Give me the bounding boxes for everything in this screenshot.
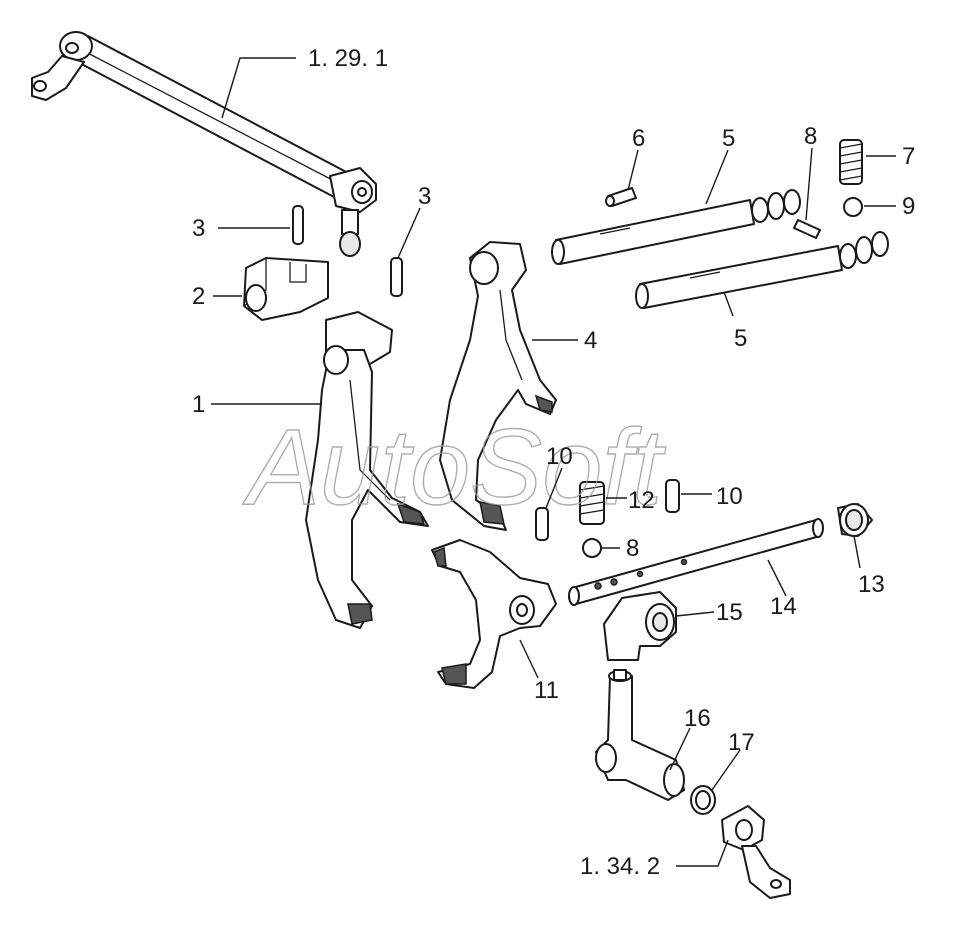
part-10-pin-right (665, 479, 680, 513)
part-4-shift-fork (439, 241, 557, 531)
callout-9: 9 (902, 193, 915, 220)
callout-1-34-2: 1. 34. 2 (580, 853, 660, 880)
part-14-selector-shaft (568, 518, 824, 606)
callout-3-left: 3 (192, 215, 205, 242)
callout-17: 17 (728, 729, 755, 756)
part-1-shift-fork (305, 311, 429, 629)
leader-lines (211, 57, 896, 867)
callout-15: 15 (716, 599, 743, 626)
callout-6: 6 (632, 125, 645, 152)
callout-2: 2 (192, 283, 205, 310)
callout-1: 1 (192, 391, 205, 418)
part-9-ball (843, 197, 863, 217)
callout-14: 14 (770, 593, 797, 620)
callout-10-right: 10 (716, 483, 743, 510)
callout-8-lower: 8 (626, 535, 639, 562)
part-6-pin (605, 187, 637, 207)
callout-12: 12 (628, 487, 655, 514)
part-5-rail-lower (635, 231, 889, 309)
part-16-bent-shaft (595, 669, 685, 801)
callout-4: 4 (584, 327, 597, 354)
callout-11: 11 (534, 677, 559, 704)
part-15-elbow (603, 591, 677, 661)
part-lever-bottom (721, 805, 791, 899)
part-rod-assembly (31, 31, 377, 257)
callout-3-right: 3 (418, 183, 431, 210)
callout-7: 7 (902, 143, 915, 170)
part-12-spring (579, 481, 605, 525)
part-5-rail-upper (551, 189, 801, 265)
watermark-text: AutoSoft (242, 406, 666, 527)
callout-16: 16 (684, 705, 711, 732)
part-7-spring (839, 139, 863, 185)
callout-13: 13 (858, 571, 885, 598)
part-3-pin-right (390, 257, 403, 297)
callout-10-left: 10 (546, 443, 573, 470)
callout-1-29-1: 1. 29. 1 (308, 45, 388, 72)
part-10-pin-left (535, 507, 549, 541)
part-11-shift-fork (431, 539, 557, 689)
callout-5-upper: 5 (722, 125, 735, 152)
part-8-ball (582, 538, 602, 558)
callout-5-lower: 5 (734, 325, 747, 352)
part-3-pin-left (292, 205, 304, 245)
part-17-o-ring (690, 785, 716, 815)
part-13-bushing (837, 503, 873, 537)
part-8-pin (793, 219, 821, 239)
callout-8-upper: 8 (804, 123, 817, 150)
part-2-block (243, 257, 329, 321)
